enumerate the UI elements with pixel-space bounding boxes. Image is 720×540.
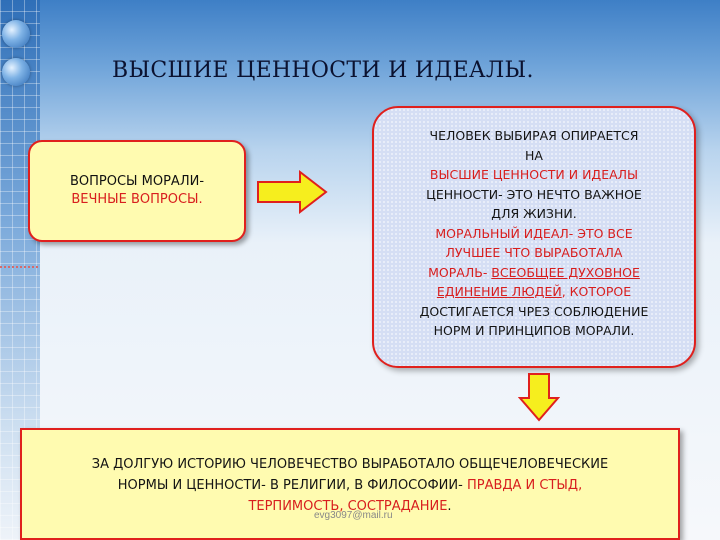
right-box-fragment: ВСЕОБЩЕЕ ДУХОВНОЕ bbox=[491, 264, 640, 280]
bottom-box-fragment: ПРАВДА И СТЫД, bbox=[466, 478, 583, 493]
blue-orb-icon bbox=[2, 58, 30, 86]
bottom-box-fragment: ТЕРПИМОСТЬ, СОСТРАДАНИЕ bbox=[248, 499, 448, 514]
right-box-line: ВЫСШИЕ ЦЕННОСТИ И ИДЕАЛЫ bbox=[429, 167, 639, 182]
bottom-box: ЗА ДОЛГУЮ ИСТОРИЮ ЧЕЛОВЕЧЕСТВО ВЫРАБОТАЛ… bbox=[20, 428, 680, 540]
right-box-line: ЧЕЛОВЕК ВЫБИРАЯ ОПИРАЕТСЯ bbox=[429, 128, 639, 143]
bottom-box-line: НОРМЫ И ЦЕННОСТИ- В РЕЛИГИИ, В ФИЛОСОФИИ… bbox=[22, 475, 678, 496]
bottom-box-fragment: . bbox=[447, 499, 452, 514]
arrow-right-icon bbox=[257, 170, 328, 214]
watermark-email: evg3097@mail.ru bbox=[314, 510, 393, 521]
blue-orb-icon bbox=[2, 20, 30, 48]
right-box-line: ЕДИНЕНИЕ ЛЮДЕЙ, КОТОРОЕ bbox=[384, 282, 684, 302]
right-box-line: ДОСТИГАЕТСЯ ЧРЕЗ СОБЛЮДЕНИЕ bbox=[419, 303, 649, 319]
bottom-box-line: ТЕРПИМОСТЬ, СОСТРАДАНИЕ. bbox=[22, 496, 678, 517]
right-box-fragment: , КОТОРОЕ bbox=[561, 284, 632, 299]
arrow-down-icon bbox=[518, 373, 560, 422]
left-box-line: ВЕЧНЫЕ ВОПРОСЫ. bbox=[71, 192, 203, 207]
right-box-line: ДЛЯ ЖИЗНИ. bbox=[491, 206, 577, 221]
right-box-line: МОРАЛЬ- ВСЕОБЩЕЕ ДУХОВНОЕ bbox=[384, 263, 684, 283]
left-box-line: ВОПРОСЫ МОРАЛИ- bbox=[69, 174, 205, 189]
bottom-box-fragment: НОРМЫ И ЦЕННОСТИ- В РЕЛИГИИ, В ФИЛОСОФИИ… bbox=[117, 478, 467, 493]
bottom-box-line: ЗА ДОЛГУЮ ИСТОРИЮ ЧЕЛОВЕЧЕСТВО ВЫРАБОТАЛ… bbox=[91, 457, 609, 472]
right-box-line: НА bbox=[525, 147, 543, 163]
decorative-tick-line bbox=[0, 266, 38, 268]
right-box-line: ЛУЧШЕЕ ЧТО ВЫРАБОТАЛА bbox=[445, 245, 623, 260]
right-box: ЧЕЛОВЕК ВЫБИРАЯ ОПИРАЕТСЯ НА ВЫСШИЕ ЦЕНН… bbox=[372, 106, 696, 368]
right-box-line: МОРАЛЬНЫЙ ИДЕАЛ- ЭТО ВСЕ bbox=[435, 225, 633, 241]
slide-title: ВЫСШИЕ ЦЕННОСТИ И ИДЕАЛЫ. bbox=[112, 58, 534, 83]
right-box-line: ЦЕННОСТИ- ЭТО НЕЧТО ВАЖНОЕ bbox=[426, 186, 642, 202]
right-box-fragment: ЕДИНЕНИЕ ЛЮДЕЙ bbox=[436, 284, 562, 299]
right-box-fragment: МОРАЛЬ- bbox=[428, 264, 492, 280]
right-box-line: НОРМ И ПРИНЦИПОВ МОРАЛИ. bbox=[433, 323, 635, 338]
left-box: ВОПРОСЫ МОРАЛИ- ВЕЧНЫЕ ВОПРОСЫ. bbox=[28, 140, 246, 242]
